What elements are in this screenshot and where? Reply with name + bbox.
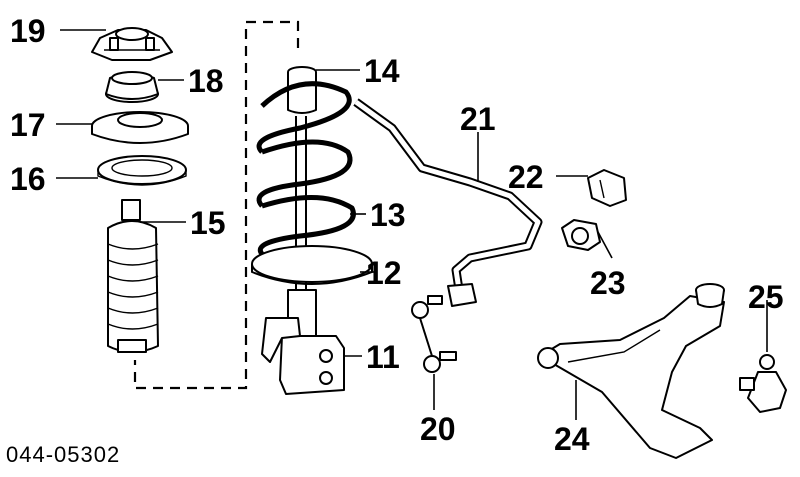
leader-lines bbox=[56, 29, 768, 420]
spring-insulator bbox=[97, 155, 187, 186]
stabilizer-link bbox=[411, 295, 457, 373]
dust-boot bbox=[107, 199, 159, 353]
callout-23: 23 bbox=[590, 265, 626, 301]
upper-bushing bbox=[105, 71, 159, 103]
callout-20: 20 bbox=[420, 411, 456, 447]
callout-19: 19 bbox=[10, 13, 46, 49]
callout-21: 21 bbox=[460, 101, 496, 137]
bump-stop bbox=[287, 66, 317, 114]
callout-22: 22 bbox=[508, 159, 544, 195]
callout-25: 25 bbox=[748, 279, 784, 315]
bar-bushing bbox=[561, 219, 601, 251]
upper-spring-seat bbox=[91, 111, 189, 144]
lower-spring-seat bbox=[251, 245, 373, 285]
callout-12: 12 bbox=[366, 255, 402, 291]
callout-15: 15 bbox=[190, 205, 226, 241]
diagram-reference-code: 044-05302 bbox=[6, 442, 120, 467]
callout-13: 13 bbox=[370, 197, 406, 233]
shock-absorber bbox=[261, 289, 345, 395]
stabilizer-bar bbox=[353, 98, 543, 307]
callout-11: 11 bbox=[366, 339, 400, 375]
callout-24: 24 bbox=[554, 421, 590, 457]
callout-16: 16 bbox=[10, 161, 46, 197]
callout-18: 18 bbox=[188, 63, 224, 99]
assembly-bracket-line bbox=[133, 20, 300, 390]
callout-17: 17 bbox=[10, 107, 46, 143]
ball-joint bbox=[739, 354, 787, 413]
lower-control-arm bbox=[537, 283, 725, 459]
bar-bracket bbox=[587, 169, 627, 207]
callout-14: 14 bbox=[364, 53, 400, 89]
strut-mount bbox=[91, 27, 173, 61]
